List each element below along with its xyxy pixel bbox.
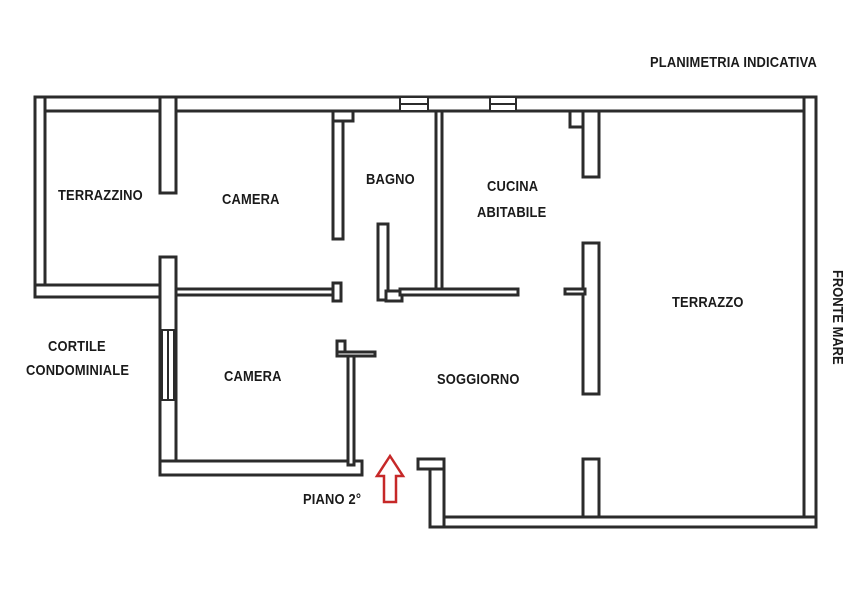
cucina-right-wall xyxy=(581,109,601,179)
camera-top-right-wall xyxy=(331,109,345,241)
plan-title: PLANIMETRIA INDICATIVA xyxy=(650,54,817,71)
windows xyxy=(161,96,517,401)
stub-wall-1 xyxy=(331,281,343,303)
up-arrow-icon xyxy=(374,453,406,504)
room-label-cucina-1: CUCINA xyxy=(487,178,539,195)
outside-label-cortile-1: CORTILE xyxy=(48,338,106,355)
lower-column xyxy=(581,457,601,523)
outside-label-cortile-2: CONDOMINIALE xyxy=(26,362,130,379)
bottom-wall-left xyxy=(158,459,364,477)
entrance-arrow-shape xyxy=(374,453,406,504)
kitchen-stub xyxy=(563,287,587,296)
right-wall xyxy=(802,95,818,529)
camera-bottom-right-wall xyxy=(346,351,356,467)
partition-cameras xyxy=(174,287,340,297)
room-label-camera-bottom: CAMERA xyxy=(224,368,282,385)
room-label-terrazzo: TERRAZZO xyxy=(672,294,744,311)
entrance-wall-cap xyxy=(416,457,446,471)
room-label-camera-top: CAMERA xyxy=(222,191,280,208)
bagno-upper-wall xyxy=(331,109,355,123)
floor-label: PIANO 2° xyxy=(303,491,362,508)
room-label-bagno: BAGNO xyxy=(366,171,415,188)
room-label-cucina-2: ABITABILE xyxy=(477,204,547,221)
center-column xyxy=(581,241,601,396)
bagno-right-wall xyxy=(434,109,444,295)
camera-bottom-door-stub xyxy=(335,350,377,358)
walls xyxy=(33,95,818,529)
room-label-soggiorno: SOGGIORNO xyxy=(437,371,520,388)
partition-terrazzino-camera xyxy=(158,95,178,195)
terrazzino-left-wall xyxy=(33,95,47,299)
bottom-wall-right xyxy=(428,515,818,529)
bagno-lower-partition xyxy=(376,222,390,302)
outside-label-fronte-mare: FRONTE MARE xyxy=(829,270,846,365)
room-label-terrazzino: TERRAZZINO xyxy=(58,187,143,204)
bagno-bottom-wall xyxy=(398,287,520,297)
terrazzino-bottom-wall xyxy=(33,283,165,299)
